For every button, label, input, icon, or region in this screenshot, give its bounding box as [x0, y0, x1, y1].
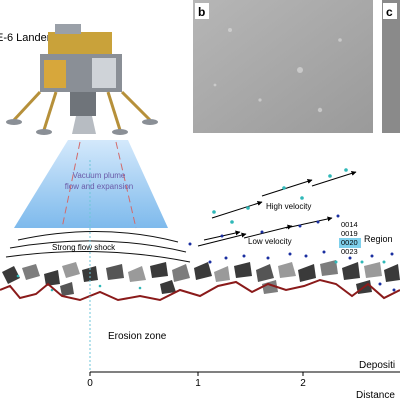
- rock-icon: [62, 262, 80, 278]
- rock-icon: [234, 262, 252, 278]
- rock-icon: [160, 280, 176, 294]
- distance-axis-label: Distance: [356, 390, 395, 400]
- particle-id-3: 0023: [341, 247, 358, 256]
- plume-label-line1: Vacuum plume: [73, 171, 126, 180]
- deposition-label: Depositi: [359, 360, 395, 371]
- panel-b-label: b: [198, 5, 205, 19]
- rock-layer: [2, 260, 400, 296]
- rock-icon: [384, 264, 400, 282]
- region-label: Region: [364, 234, 393, 244]
- velocity-arrows: [197, 170, 357, 247]
- axis-tick-label-0: 0: [87, 378, 93, 389]
- rock-icon: [194, 262, 212, 280]
- particle-id-2: 0020: [341, 238, 358, 247]
- particle-id-1: 0019: [341, 229, 358, 238]
- rock-icon: [150, 262, 168, 278]
- photo-panel-c: [382, 0, 400, 133]
- plume-centerline-left: [61, 141, 81, 229]
- particle-id-0: 0014: [341, 220, 358, 229]
- rock-icon: [298, 264, 316, 282]
- shock-arcs: [5, 230, 191, 263]
- rock-icon: [22, 264, 40, 280]
- photo-panel-b: [193, 0, 373, 133]
- rock-icon: [172, 264, 190, 282]
- rock-icon: [2, 266, 20, 284]
- high-velocity-label: High velocity: [266, 202, 311, 211]
- velocity-arrow-icon: [261, 178, 313, 197]
- panel-c-label: c: [386, 5, 393, 19]
- plume-centerline-right: [115, 141, 137, 229]
- lander-title: E-6 Lander: [0, 32, 51, 44]
- velocity-arrow-icon: [211, 200, 263, 219]
- plume-label-line2: flow and expansion: [65, 182, 134, 191]
- rock-icon: [128, 266, 146, 282]
- velocity-arrow-icon: [285, 216, 333, 229]
- panel-b-label-bg: [195, 3, 209, 19]
- rock-icon: [214, 266, 230, 282]
- low-velocity-label: Low velocity: [248, 237, 292, 246]
- rock-icon: [256, 264, 274, 282]
- velocity-arrow-icon: [311, 170, 357, 187]
- rock-icon: [262, 280, 278, 294]
- plume-cone: [14, 140, 168, 228]
- erosion-zone-label: Erosion zone: [108, 331, 167, 342]
- axis-tick-label-1: 1: [195, 378, 201, 389]
- panel-c-label-bg: [383, 3, 397, 19]
- rock-icon: [364, 262, 382, 278]
- surface-profile-line: [0, 278, 400, 302]
- rock-icon: [44, 270, 60, 286]
- shock-label: Strong flow shock: [52, 243, 116, 252]
- lander-icon: [6, 24, 158, 135]
- rock-icon: [342, 262, 360, 280]
- rock-icon: [106, 264, 124, 280]
- rock-icon: [320, 260, 338, 276]
- axis-tick-label-2: 2: [300, 378, 306, 389]
- particle-id-highlight: [339, 238, 361, 248]
- rock-icon: [60, 282, 74, 296]
- photo-texture: [213, 28, 342, 113]
- rock-icon: [278, 262, 296, 278]
- flying-particles: [188, 168, 348, 246]
- surface-particles: [16, 250, 396, 292]
- velocity-arrow-icon: [197, 232, 247, 247]
- velocity-arrow-icon: [243, 224, 293, 239]
